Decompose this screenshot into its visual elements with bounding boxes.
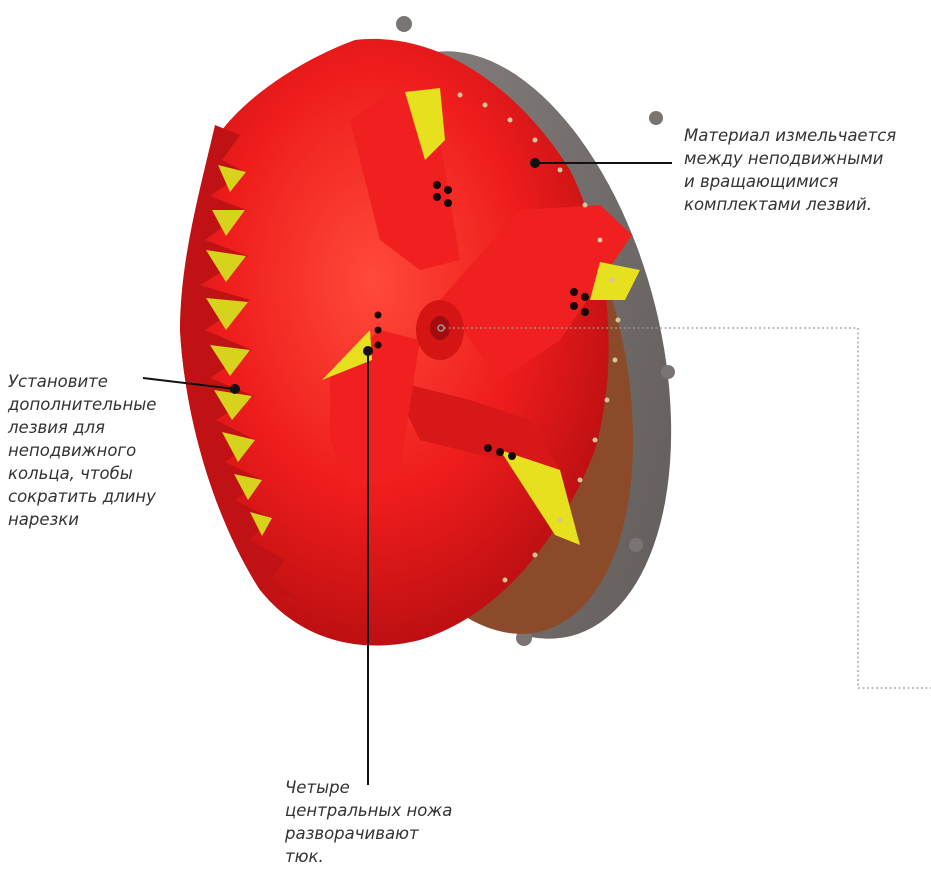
callout-shredding-line: Материал измельчается (684, 124, 896, 147)
leader-dot-center-knives (363, 346, 373, 356)
callout-center-knives-line: тюк. (285, 845, 452, 868)
callout-extra-blades-line: лезвия для (8, 416, 156, 439)
callout-extra-blades-line: кольца, чтобы (8, 462, 156, 485)
callout-center-knives-line: Четыре (285, 776, 452, 799)
callout-extra-blades-line: Установите (8, 370, 156, 393)
callout-shredding-line: между неподвижными (684, 147, 896, 170)
leader-dot-extra-blades (230, 384, 240, 394)
callout-shredding-line: и вращающимися (684, 170, 896, 193)
callout-shredding: Материал измельчается между неподвижными… (684, 124, 896, 216)
callout-extra-blades-line: сократить длину (8, 485, 156, 508)
callout-center-knives-line: центральных ножа (285, 799, 452, 822)
callout-extra-blades-line: дополнительные (8, 393, 156, 416)
callout-extra-blades-line: неподвижного (8, 439, 156, 462)
leader-dot-shredding (530, 158, 540, 168)
callout-shredding-line: комплектами лезвий. (684, 193, 896, 216)
callout-center-knives: Четыре центральных ножа разворачивают тю… (285, 776, 452, 868)
callout-center-knives-line: разворачивают (285, 822, 452, 845)
callout-extra-blades: Установите дополнительные лезвия для неп… (8, 370, 156, 531)
callout-extra-blades-line: нарезки (8, 508, 156, 531)
